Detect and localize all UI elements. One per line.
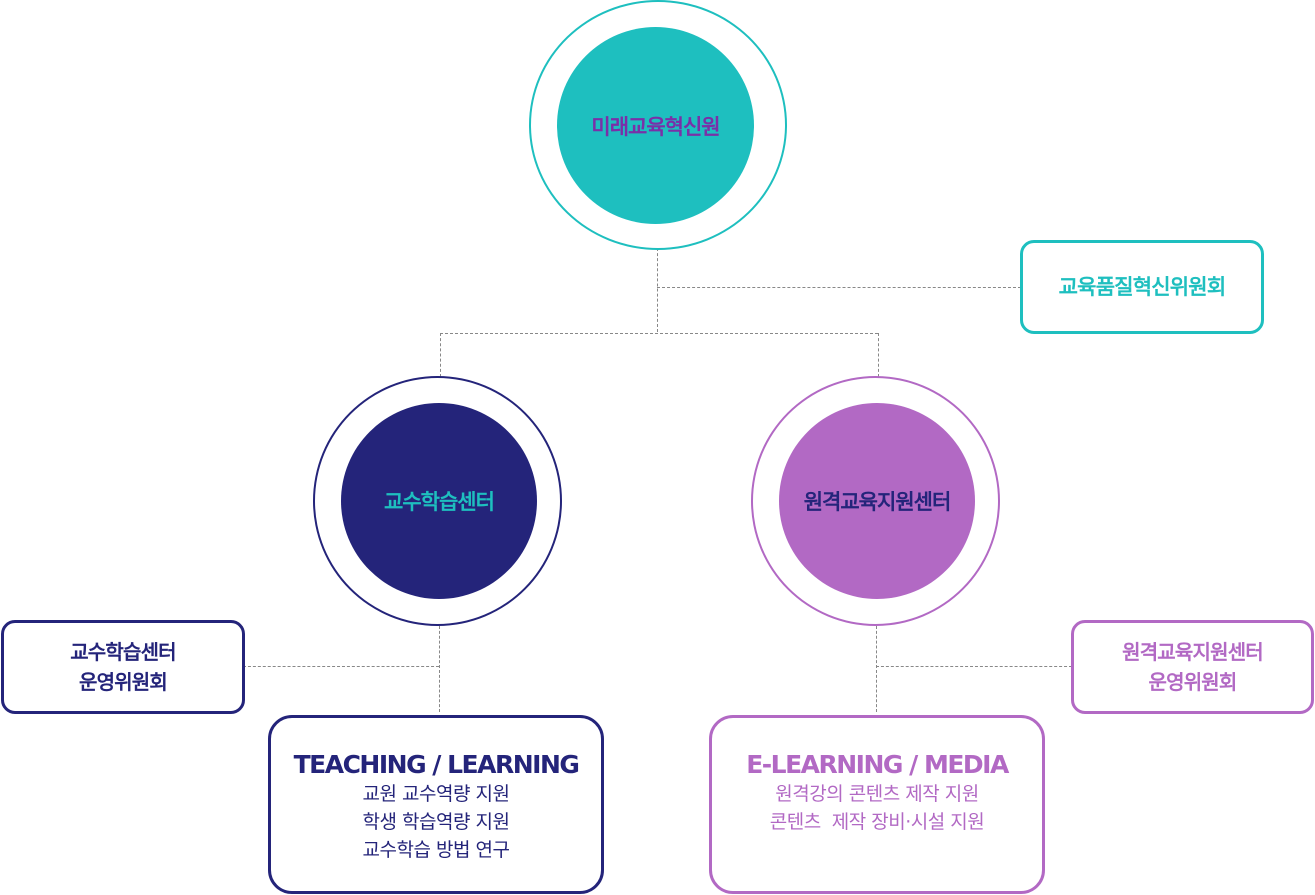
connector-right-committee: [876, 666, 1072, 667]
connector-root-down: [657, 248, 658, 332]
teaching-learning-box[interactable]: TEACHING / LEARNING 교원 교수역량 지원 학생 학습역량 지…: [268, 715, 604, 894]
right-committee-box[interactable]: 원격교육지원센터 운영위원회: [1071, 620, 1314, 714]
committee-top-box[interactable]: 교육품질혁신위원회: [1020, 240, 1264, 334]
right-committee-line1: 원격교육지원센터: [1122, 640, 1264, 664]
root-node[interactable]: 미래교육혁신원: [557, 27, 754, 224]
elearning-media-item: 콘텐츠 제작 장비·시설 지원: [769, 811, 985, 833]
connector-branch-right: [878, 333, 879, 377]
elearning-media-box[interactable]: E-LEARNING / MEDIA 원격강의 콘텐츠 제작 지원 콘텐츠 제작…: [709, 715, 1045, 894]
root-node-label: 미래교육혁신원: [591, 114, 720, 139]
right-committee-line2: 운영위원회: [1148, 670, 1238, 694]
left-center-label: 교수학습센터: [384, 490, 495, 514]
left-center-node[interactable]: 교수학습센터: [341, 403, 537, 599]
elearning-media-title: E-LEARNING / MEDIA: [746, 750, 1009, 779]
left-committee-line2: 운영위원회: [79, 670, 168, 694]
connector-right-down: [876, 626, 877, 712]
teaching-learning-item: 교수학습 방법 연구: [362, 839, 510, 861]
connector-root-committee: [657, 287, 1021, 288]
teaching-learning-item: 교원 교수역량 지원: [362, 783, 510, 805]
connector-left-committee: [243, 666, 439, 667]
teaching-learning-item: 학생 학습역량 지원: [362, 811, 510, 833]
left-committee-box[interactable]: 교수학습센터 운영위원회: [1, 620, 245, 714]
connector-branch-horizontal: [440, 333, 878, 334]
committee-top-label: 교육품질혁신위원회: [1058, 275, 1226, 299]
teaching-learning-title: TEACHING / LEARNING: [293, 750, 580, 779]
connector-branch-left: [440, 333, 441, 377]
right-center-label: 원격교육지원센터: [803, 490, 952, 514]
elearning-media-item: 원격강의 콘텐츠 제작 지원: [775, 783, 979, 805]
right-center-node[interactable]: 원격교육지원센터: [779, 403, 975, 599]
connector-left-down: [439, 626, 440, 712]
left-committee-line1: 교수학습센터: [70, 640, 176, 664]
